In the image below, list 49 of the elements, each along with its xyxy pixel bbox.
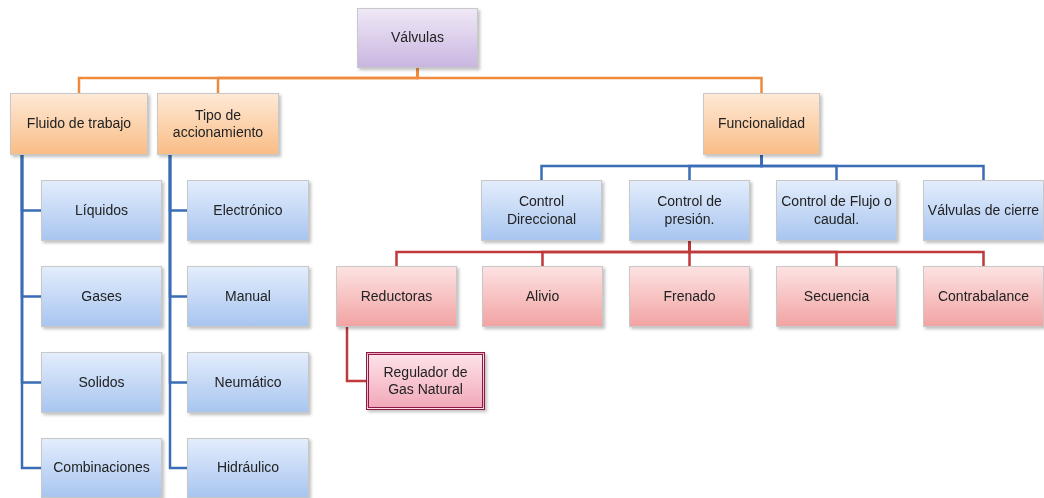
connector-line xyxy=(416,68,763,93)
node-label: Líquidos xyxy=(74,201,129,220)
category-box xyxy=(10,93,148,155)
node-label: Tipo de accionamiento xyxy=(171,106,265,142)
item-box xyxy=(629,180,750,241)
node-label: Fluido de trabajo xyxy=(25,115,133,133)
item-box xyxy=(482,266,603,327)
node-label: Hidráulico xyxy=(215,459,281,477)
item-box xyxy=(41,352,162,413)
node-label: Electrónico xyxy=(212,201,284,220)
node-label: Contrabalance xyxy=(936,287,1031,306)
item-box xyxy=(41,438,162,498)
item-box xyxy=(776,266,897,327)
item-box xyxy=(187,352,309,413)
item-box xyxy=(41,266,162,327)
node-label: Combinaciones xyxy=(52,459,151,477)
node-label: Secuencia xyxy=(802,287,871,306)
node-label: Neumático xyxy=(213,373,283,392)
item-box xyxy=(187,266,309,327)
node-label: Gases xyxy=(80,287,123,306)
node-label: Frenado xyxy=(662,287,717,306)
connector-line xyxy=(168,155,187,470)
node-label: Manual xyxy=(224,287,272,306)
connector-line xyxy=(345,327,366,383)
item-box xyxy=(923,266,1044,327)
node-label: Alivio xyxy=(524,287,561,306)
item-box xyxy=(923,180,1044,241)
item-box xyxy=(776,180,897,241)
item-box xyxy=(41,180,162,241)
item-box xyxy=(336,266,457,327)
node-label: Válvulas de cierre xyxy=(926,201,1041,220)
node-label: Control de Flujo o caudal. xyxy=(780,193,893,228)
node-label: Control de presión. xyxy=(656,193,723,228)
category-box xyxy=(703,93,820,155)
category-box xyxy=(157,93,279,155)
node-label: Regulador de Gas Natural xyxy=(382,363,469,399)
highlighted-box xyxy=(366,352,485,410)
node-label: Válvulas xyxy=(390,29,445,47)
connector-line xyxy=(688,241,985,266)
item-box xyxy=(187,438,309,498)
item-box xyxy=(187,180,309,241)
node-label: Funcionalidad xyxy=(716,115,807,133)
node-label: Control Direccional xyxy=(505,193,578,228)
title-box xyxy=(357,8,478,68)
item-box xyxy=(481,180,602,241)
connector-line xyxy=(20,155,41,470)
node-label: Reductoras xyxy=(359,287,434,306)
node-label: Solidos xyxy=(77,373,126,392)
item-box xyxy=(629,266,750,327)
